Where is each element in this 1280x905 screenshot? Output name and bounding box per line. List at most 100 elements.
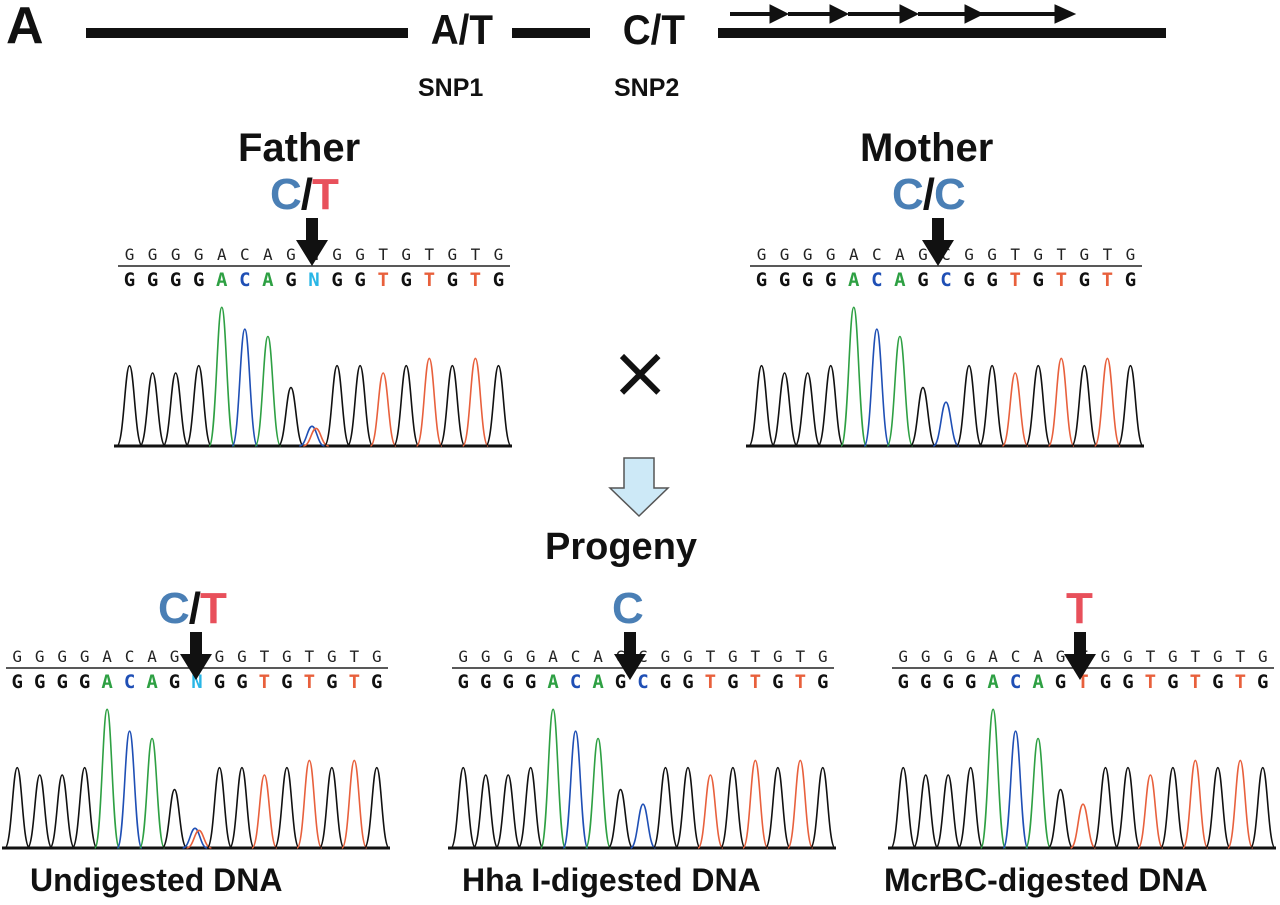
base-call: A bbox=[216, 269, 228, 291]
mcrbc-genotype: T bbox=[1066, 584, 1093, 633]
snp-pointer-arrow bbox=[922, 218, 954, 266]
base-call: A bbox=[848, 269, 860, 291]
base-call: T bbox=[470, 269, 481, 291]
base-call: G bbox=[779, 269, 790, 291]
trace-peak bbox=[957, 766, 984, 849]
base-call: G bbox=[615, 671, 626, 693]
base-call: G bbox=[917, 269, 928, 291]
base-call-upper: T bbox=[471, 245, 481, 264]
base-call: T bbox=[424, 269, 435, 291]
trace-peak bbox=[932, 401, 960, 447]
trace-peak bbox=[303, 427, 329, 447]
base-call: G bbox=[1100, 671, 1111, 693]
base-call: G bbox=[772, 671, 783, 693]
trace-peak bbox=[415, 357, 443, 447]
trace-peak bbox=[296, 759, 323, 849]
base-call-upper: A bbox=[895, 245, 905, 264]
base-call: C bbox=[570, 671, 581, 693]
undigested-label: Undigested DNA bbox=[30, 862, 283, 898]
trace-peak bbox=[517, 766, 544, 849]
base-call-upper: A bbox=[548, 647, 558, 666]
base-call: G bbox=[965, 671, 976, 693]
trace-peak bbox=[794, 372, 822, 447]
base-call: C bbox=[637, 671, 648, 693]
father-genotype: C/T bbox=[270, 170, 339, 219]
base-call-upper: T bbox=[1146, 647, 1156, 666]
base-call: G bbox=[447, 269, 458, 291]
base-call-upper: T bbox=[795, 647, 805, 666]
base-call: T bbox=[1190, 671, 1201, 693]
trace-peak bbox=[182, 827, 208, 849]
trace-peak bbox=[472, 774, 499, 849]
snp2-label: SNP2 bbox=[614, 74, 680, 102]
base-call: A bbox=[146, 671, 158, 693]
base-call-upper: G bbox=[57, 647, 67, 666]
base-call-upper: G bbox=[1080, 245, 1090, 264]
base-call-upper: C bbox=[571, 647, 581, 666]
base-call-upper: C bbox=[872, 245, 882, 264]
base-call: G bbox=[124, 269, 135, 291]
trace-peak bbox=[742, 759, 769, 849]
trace-peak bbox=[1117, 364, 1144, 447]
trace-peak bbox=[206, 766, 233, 849]
base-call: T bbox=[377, 269, 388, 291]
snp-pointer-arrow bbox=[1064, 632, 1096, 680]
trace-peak bbox=[273, 766, 301, 849]
base-call-upper: G bbox=[125, 245, 135, 264]
trace-peak bbox=[116, 730, 143, 849]
trace-peak bbox=[1024, 364, 1052, 447]
base-call: G bbox=[502, 671, 513, 693]
base-call: G bbox=[281, 671, 292, 693]
base-call-upper: G bbox=[1168, 647, 1178, 666]
base-call: N bbox=[191, 671, 202, 693]
base-call-upper: T bbox=[751, 647, 761, 666]
trace-peak bbox=[697, 774, 724, 849]
undigested-genotype: C/T bbox=[158, 584, 227, 633]
base-call-upper: C bbox=[240, 245, 250, 264]
base-call: G bbox=[193, 269, 204, 291]
base-call: G bbox=[817, 671, 828, 693]
base-call-upper: G bbox=[1258, 647, 1268, 666]
base-call: G bbox=[756, 269, 767, 291]
base-call: T bbox=[795, 671, 806, 693]
base-call-upper: G bbox=[458, 647, 468, 666]
base-call: G bbox=[236, 671, 247, 693]
base-call: G bbox=[147, 269, 158, 291]
trace-peak bbox=[1159, 766, 1187, 849]
trace-peak bbox=[461, 357, 489, 447]
base-call: G bbox=[480, 671, 491, 693]
base-call-upper: G bbox=[148, 245, 158, 264]
snp1-label: SNP1 bbox=[418, 74, 484, 102]
base-call: G bbox=[920, 671, 931, 693]
trace-peak bbox=[1070, 364, 1098, 447]
trace-peak bbox=[363, 766, 390, 849]
base-call: T bbox=[1056, 269, 1067, 291]
base-call: A bbox=[101, 671, 113, 693]
snp1-alleles: A/T bbox=[430, 6, 493, 53]
base-call: G bbox=[1033, 269, 1044, 291]
base-call-upper: G bbox=[282, 647, 292, 666]
trace-peak bbox=[539, 708, 567, 849]
trace-peak bbox=[392, 364, 420, 447]
base-call-upper: A bbox=[593, 647, 603, 666]
base-call: G bbox=[963, 269, 974, 291]
base-call: T bbox=[705, 671, 716, 693]
locus-line-segment bbox=[512, 28, 590, 38]
trace-peak bbox=[912, 774, 939, 849]
base-call: T bbox=[304, 671, 315, 693]
base-call: N bbox=[308, 269, 319, 291]
base-call: T bbox=[1235, 671, 1246, 693]
trace-peak bbox=[890, 766, 917, 849]
base-call-upper: G bbox=[803, 245, 813, 264]
base-call-upper: G bbox=[966, 647, 976, 666]
base-call: T bbox=[1077, 671, 1088, 693]
trace-peak bbox=[719, 766, 747, 849]
trace-peak bbox=[162, 372, 190, 447]
trace-peak bbox=[1114, 766, 1142, 849]
trace-peak bbox=[809, 766, 836, 849]
base-call: G bbox=[170, 269, 181, 291]
base-call-upper: G bbox=[1126, 245, 1136, 264]
base-call-upper: G bbox=[826, 245, 836, 264]
